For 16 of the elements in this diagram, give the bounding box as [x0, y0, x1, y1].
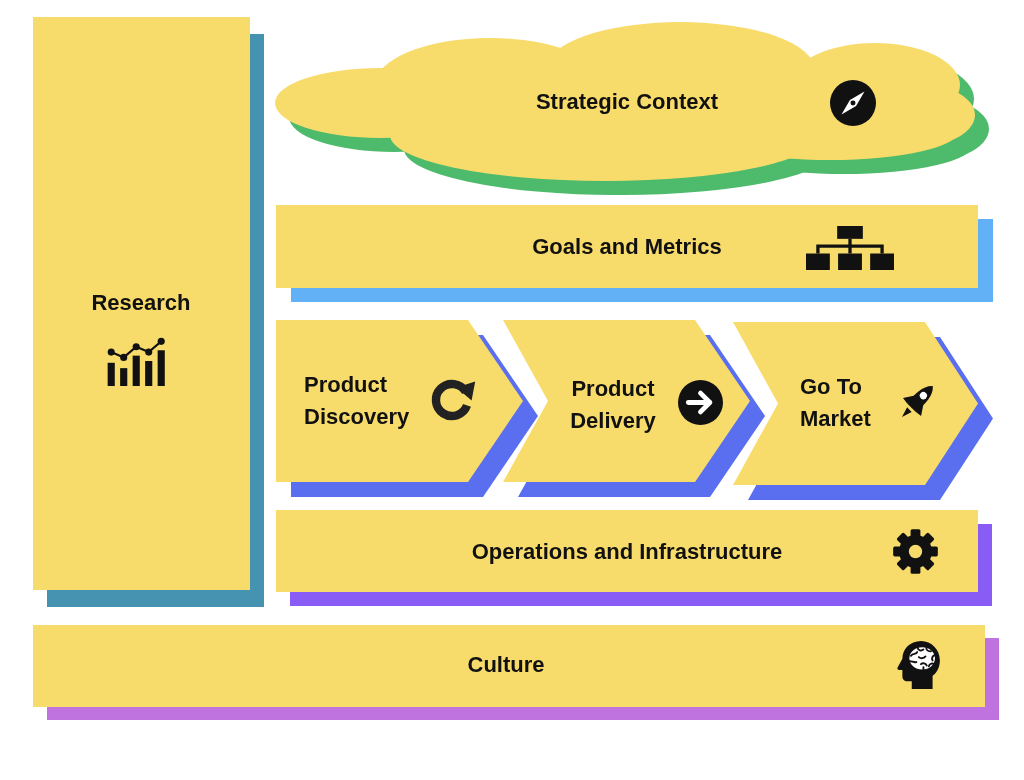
node-label: Strategic Context [534, 88, 720, 116]
chevron-shape [276, 320, 538, 497]
node-label: Operations and Infrastructure [470, 538, 784, 566]
node-label: Culture [466, 651, 546, 679]
tall-box [33, 17, 264, 607]
node-label: Research [90, 289, 192, 317]
node-label: Product Delivery [569, 375, 657, 435]
cloud-shape [275, 22, 989, 195]
banner-box [276, 205, 993, 302]
banner-box [33, 625, 999, 720]
node-label: Goals and Metrics [531, 233, 723, 261]
node-label: Product Discovery [304, 371, 411, 431]
chevron-shape [503, 320, 765, 497]
chevron-shape [733, 322, 993, 500]
banner-box [276, 510, 992, 606]
node-label: Go To Market [800, 373, 872, 433]
